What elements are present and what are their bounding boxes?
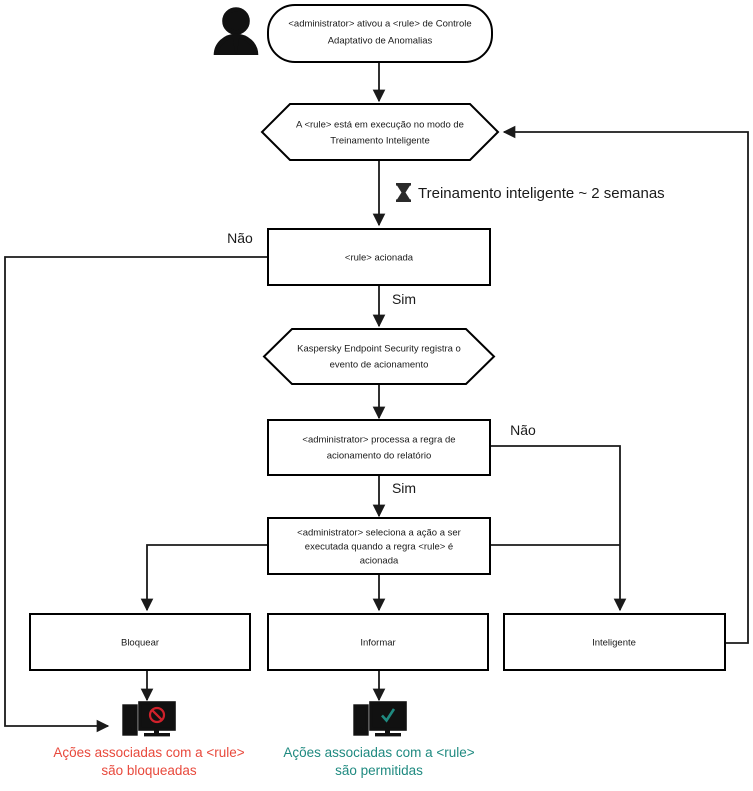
training-duration-note: Treinamento inteligente ~ 2 semanas xyxy=(418,185,665,202)
outcome-allowed-line1: Ações associadas com a <rule> xyxy=(283,745,474,760)
edge-label-nao-rule-triggered: Não xyxy=(227,230,253,246)
node-rule-triggered[interactable]: <rule> acionada xyxy=(267,228,491,286)
node-admin-select-line1: <administrator> seleciona a ação a ser xyxy=(297,528,461,539)
node-start-line1: <administrator> ativou a <rule> de Contr… xyxy=(288,19,471,30)
node-admin-select-line3: acionada xyxy=(360,556,399,567)
outcome-blocked-line1: Ações associadas com a <rule> xyxy=(53,745,244,760)
node-kes-log-line2: evento de acionamento xyxy=(330,360,429,371)
outcome-blocked-line2: são bloqueadas xyxy=(101,763,197,778)
node-admin-process-line2: acionamento do relatório xyxy=(327,451,432,462)
node-kes-logs-event[interactable]: Kaspersky Endpoint Security registra o e… xyxy=(262,328,496,385)
node-action-inform[interactable]: Informar xyxy=(267,613,489,671)
node-start-line2: Adaptativo de Anomalias xyxy=(328,36,433,47)
monitor-allowed-icon xyxy=(353,701,407,737)
hourglass-icon xyxy=(396,183,411,202)
connector-nao-report-to-smart xyxy=(490,445,627,612)
outcome-allowed-line2: são permitidas xyxy=(335,763,423,778)
node-action-smart-label: Inteligente xyxy=(592,638,636,649)
node-training-line2: Treinamento Inteligente xyxy=(330,136,429,147)
node-action-smart[interactable]: Inteligente xyxy=(503,613,726,671)
node-action-block-label: Bloquear xyxy=(121,638,159,649)
node-start[interactable]: <administrator> ativou a <rule> de Contr… xyxy=(267,4,493,63)
person-icon xyxy=(213,7,259,56)
node-decision-training-mode[interactable]: A <rule> está em execução no modo de Tre… xyxy=(260,103,500,161)
node-kes-log-line1: Kaspersky Endpoint Security registra o xyxy=(297,344,461,355)
connector-select-to-block xyxy=(140,544,268,612)
node-training-line1: A <rule> está em execução no modo de xyxy=(296,120,464,131)
monitor-blocked-icon xyxy=(122,701,176,737)
connector-nao-loop-to-blocked xyxy=(4,256,268,733)
edge-label-nao-report: Não xyxy=(510,422,536,438)
connector-smart-back-to-training xyxy=(502,125,749,644)
node-admin-processes-report[interactable]: <administrator> processa a regra de acio… xyxy=(267,419,491,476)
edge-label-sim-rule-triggered: Sim xyxy=(392,291,416,307)
node-admin-selects-action[interactable]: <administrator> seleciona a ação a ser e… xyxy=(267,517,491,575)
node-admin-process-line1: <administrator> processa a regra de xyxy=(302,435,455,446)
node-admin-select-line2: executada quando a regra <rule> é xyxy=(305,542,453,553)
edge-label-sim-report: Sim xyxy=(392,480,416,496)
node-rule-triggered-label: <rule> acionada xyxy=(345,253,414,264)
node-action-inform-label: Informar xyxy=(360,638,395,649)
node-action-block[interactable]: Bloquear xyxy=(29,613,251,671)
